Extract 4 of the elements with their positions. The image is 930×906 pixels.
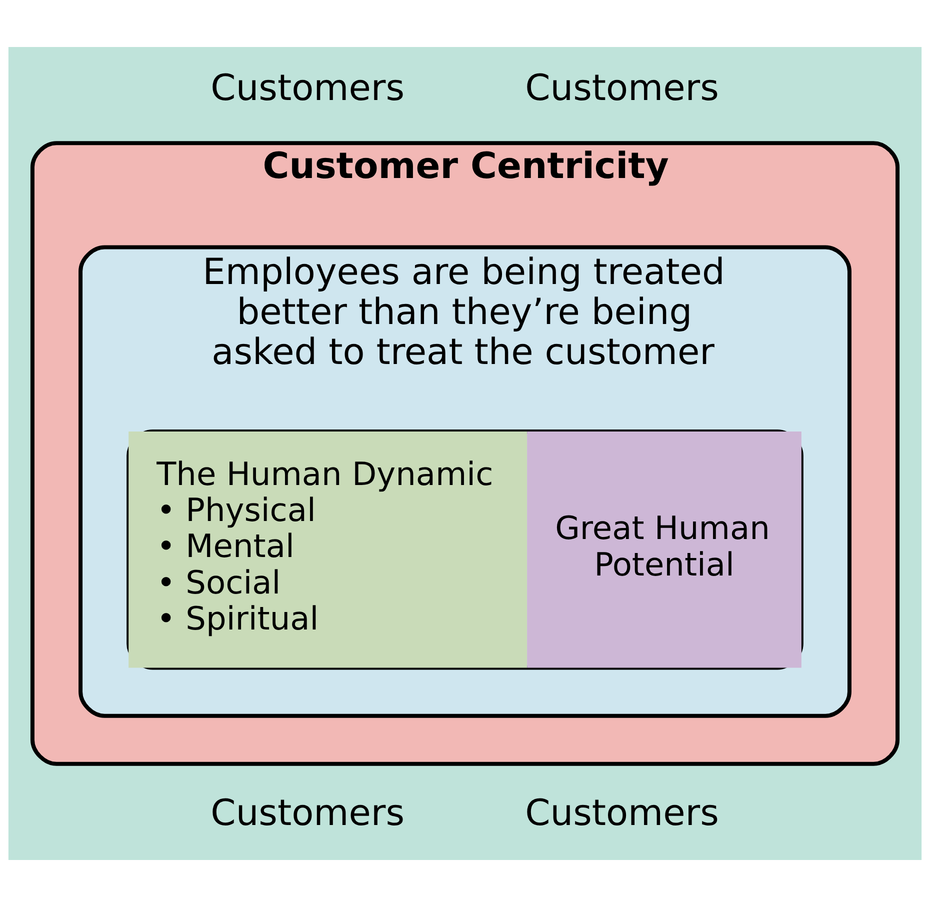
label: Customers (210, 792, 404, 834)
label: Customers (525, 792, 719, 834)
label: Customers (210, 67, 404, 108)
label: Customers (525, 67, 719, 108)
